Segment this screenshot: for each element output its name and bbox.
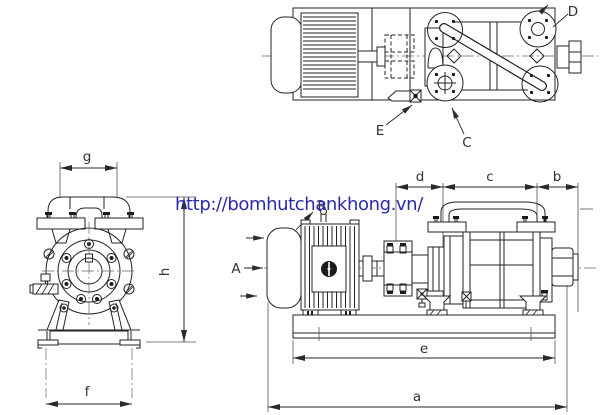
casing-bolts: [61, 239, 117, 304]
motor-fins: [303, 16, 356, 90]
dim-label-a: a: [413, 389, 421, 405]
dim-label-e: e: [420, 341, 428, 357]
dim-label-f: f: [85, 384, 91, 400]
front-view-base: [37, 329, 141, 349]
part-label-A: A: [231, 261, 241, 277]
dim-label-h: h: [157, 268, 173, 277]
motor-shaft: [357, 50, 378, 63]
label-E-leader: [385, 104, 413, 126]
side-view-pump-feet: [422, 295, 548, 316]
flange-bottom-left-C: [426, 64, 464, 102]
flange-top-left: [427, 12, 463, 48]
port-bolts: [45, 212, 134, 218]
label-D-arrow: [538, 4, 549, 15]
dim-a-extensions: [267, 285, 568, 412]
top-view-drain: [387, 89, 422, 103]
section-A-arrows: [240, 235, 264, 299]
dim-label-d: d: [416, 169, 425, 185]
top-view-pump-frame: [446, 21, 545, 91]
part-label-D: D: [568, 4, 578, 20]
front-view: g: [29, 149, 196, 407]
part-label-E: E: [376, 123, 385, 139]
feet-centerlines: [45, 348, 133, 398]
label-D-leader: [552, 13, 569, 28]
front-view-ports: [36, 196, 144, 244]
top-view-motor: [270, 12, 378, 98]
top-view-bearing-end: [556, 40, 582, 74]
flange-top-right-D: [519, 10, 557, 48]
side-view-base: [292, 314, 556, 341]
front-view-centerlines: [42, 222, 136, 325]
flange-bottom-right: [521, 65, 559, 103]
side-view-pump: [427, 201, 579, 309]
side-view: d c b A B: [231, 169, 596, 412]
front-view-supports: [46, 299, 132, 331]
side-view-drain: [416, 288, 428, 308]
front-view-drain-valve: [29, 273, 59, 295]
dim-label-c: c: [486, 169, 493, 185]
dim-dcb-extensions: [395, 183, 579, 312]
dim-label-b: b: [553, 169, 562, 185]
side-view-motor: [266, 208, 360, 316]
dim-g-extensions: [59, 162, 118, 198]
dim-label-g: g: [83, 149, 92, 165]
label-C-leader: [451, 107, 465, 135]
part-label-C: C: [462, 135, 471, 151]
part-label-B: B: [317, 199, 326, 215]
watermark-url: http://bomhutchankhong.vn/: [175, 194, 423, 215]
top-view: D C E: [262, 4, 598, 151]
eyebolt: [320, 214, 327, 222]
side-view-coupling: [359, 240, 445, 297]
